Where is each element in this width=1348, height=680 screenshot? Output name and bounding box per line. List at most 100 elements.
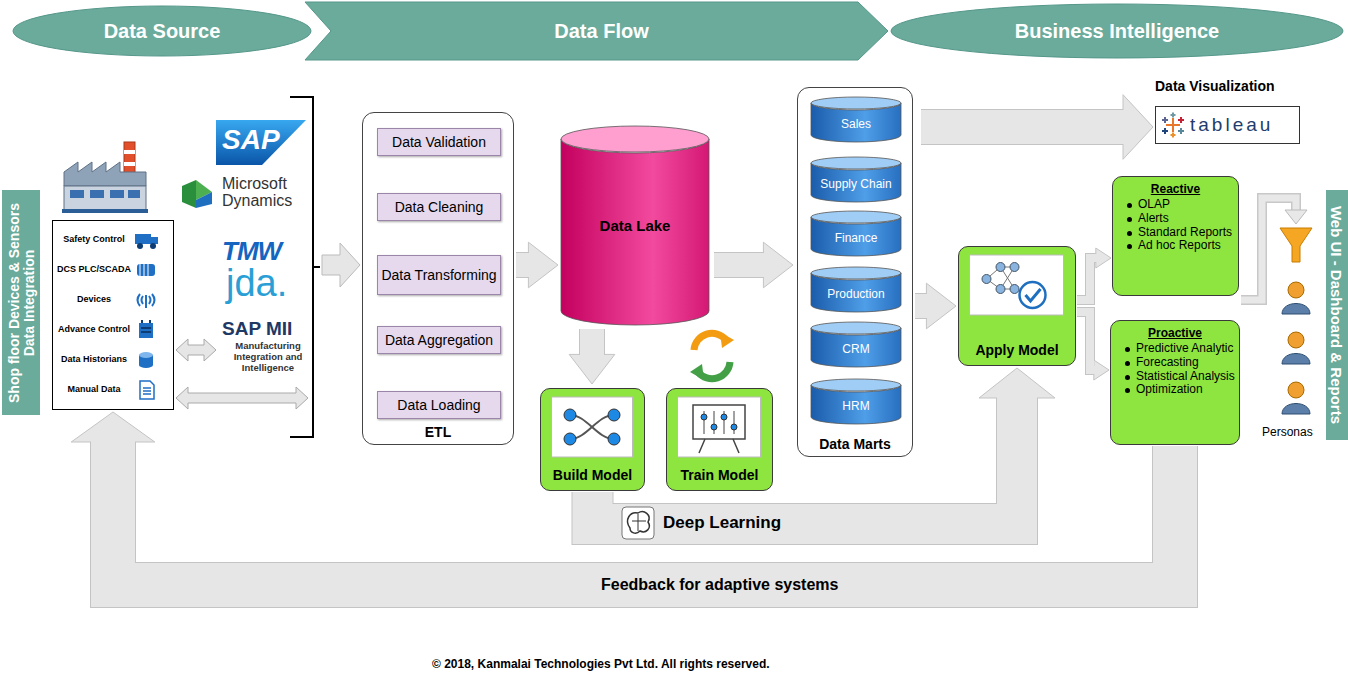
list-item: Ad hoc Reports [1117,239,1234,253]
graphic-shape [561,139,709,325]
process-box: Data Transforming [377,255,501,295]
device-icon [132,289,162,311]
graphic-shape [1171,133,1176,138]
side-band: Shop floor Devices & Sensors Data Integr… [2,190,40,415]
connector-body [1077,258,1098,300]
model-box: Build Model [540,388,645,491]
arrow-head [926,283,956,329]
connector-outline [1077,312,1096,370]
bullet-dot [1125,388,1130,393]
graphic-shape [143,388,151,394]
box-heading: Proactive [1115,326,1235,340]
connector-body [516,253,530,277]
graphic-shape [141,320,151,332]
graphic-shape [1282,404,1310,415]
persona-icons [1282,282,1310,414]
graphic-shape [1010,285,1019,294]
graphic-shape [1288,282,1304,298]
device-name: Devices [56,295,132,305]
factory-illustration [62,142,148,213]
data-mart-cylinder: Finance [810,210,902,256]
logo-text: tableau [1190,114,1273,136]
box-heading: Data Visualization [1155,78,1300,94]
graphic-shape [1285,210,1307,224]
connector-outline [915,293,928,319]
bullet-dot [1127,203,1132,208]
header-band: Data Source [12,5,312,57]
data-lake-cylinder: Data Lake [560,125,710,325]
process-text: Data Loading [397,397,480,413]
graphic-shape [699,439,739,453]
store-text: Production [827,287,884,301]
cycle-icon [690,332,734,380]
side-band: Web UI - Dashboard & Reports [1326,190,1348,440]
data-mart-cylinder: Supply Chain [810,156,902,202]
graphic-shape [811,157,901,169]
logo-text: SAP MII [222,318,292,340]
graphic-shape [734,411,735,434]
list-item: Alerts [1117,212,1234,226]
process-text: Data Aggregation [385,332,493,348]
process-text: Data Validation [392,134,486,150]
flow-arrow [1077,248,1111,300]
flow-arrow [1077,312,1109,380]
arrow-head [71,412,155,442]
graphic-shape [628,512,650,533]
edge-label: Feedback for adaptive systems [598,576,841,594]
model-text: Train Model [681,467,759,483]
list-text: OLAP [1138,198,1170,212]
arrow-head [1096,248,1111,268]
graphic-shape [124,162,135,166]
graphic-shape [1010,263,1019,272]
graphic-shape [137,243,143,249]
flow-arrow [921,95,1153,160]
double-arrow [176,339,216,361]
data-marts-panel: Data MartsSalesSupply ChainFinanceProduc… [797,87,913,457]
data-mart-cylinder: Sales [810,96,902,142]
bullet-dot [1125,361,1130,366]
graphic-shape [139,323,153,338]
graphic-shape [1020,282,1046,308]
funnel-icon [1280,228,1312,262]
flow-arrow [569,329,615,384]
graphic-shape [140,381,154,399]
graphic-shape [196,192,212,208]
graphic-shape [693,405,745,439]
device-row: Data Historians [56,345,170,375]
list-item: Predictive Analytic [1115,342,1235,356]
bullet-dot [1127,217,1132,222]
device-icon [132,379,162,401]
store-text: CRM [842,342,869,356]
graphic-shape [1171,113,1176,118]
device-icon [132,349,162,371]
graphic-shape [608,409,620,421]
connector-body [915,294,928,318]
graphic-shape [552,397,633,457]
graphic-shape [64,162,146,186]
tableau-icon [1160,112,1186,138]
system-bracket [290,97,320,437]
graphic-shape [714,411,715,434]
list-text: Forecasting [1136,356,1199,370]
list-item: Optimization [1115,383,1235,397]
graphic-shape [1162,117,1168,123]
connector-outline [579,329,605,356]
device-name: Advance Control [56,325,132,335]
list-text: Predictive Analytic [1136,342,1233,356]
graphic-shape [720,332,734,348]
list-text: Ad hoc Reports [1138,239,1221,253]
graphic-shape [570,415,614,439]
data-mart-cylinder: CRM [810,321,902,367]
logo-text: Microsoft Dynamics [222,176,306,210]
graphic-shape [996,263,1005,272]
model-text: Build Model [553,467,632,483]
box-heading: Reactive [1117,182,1234,196]
graphic-shape [731,424,737,430]
graphic-shape [124,150,135,154]
flow-arrow [714,242,793,288]
flow-arrow [593,368,1056,524]
device-icon [132,259,162,281]
device-icon [132,319,162,341]
arrow-head [763,242,793,288]
graphic-shape [811,267,901,279]
